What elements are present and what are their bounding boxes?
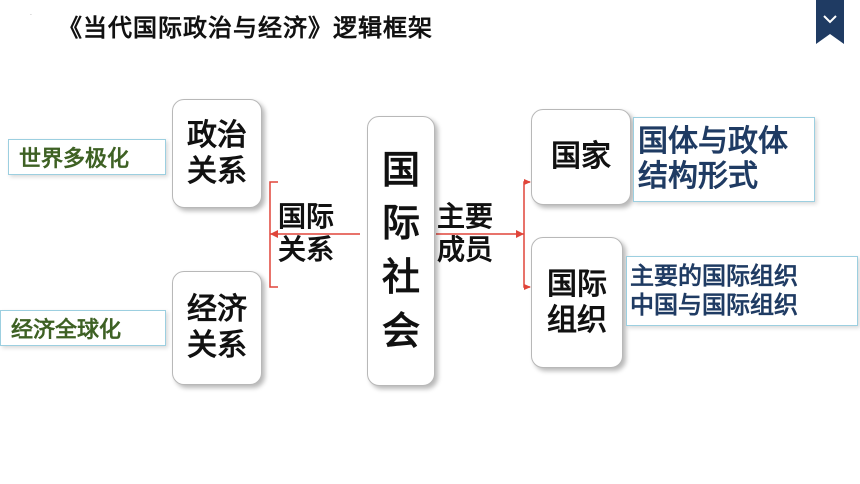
main-members-line-2: 成员 (437, 233, 494, 267)
main-members-line-1: 主要 (437, 200, 494, 233)
note-world-multipolarity: 世界多极化 (8, 139, 166, 175)
economic-line-1: 经济 (187, 292, 247, 327)
org-note-line-2: 中国与国际组织 (630, 291, 798, 319)
center-char-4: 会 (381, 308, 420, 353)
right-bracket (523, 181, 530, 288)
economic-line-2: 关系 (187, 328, 247, 363)
box-political-relations: 政治 关系 (172, 99, 262, 208)
bookmark-icon (816, 0, 844, 44)
intl-relations-line-1: 国际 (278, 200, 335, 233)
box-state: 国家 (531, 109, 631, 205)
org-note-line-1: 主要的国际组织 (630, 262, 798, 291)
intl-relations-line-2: 关系 (278, 233, 335, 267)
corner-dot: · (30, 12, 32, 19)
center-char-3: 社 (381, 255, 420, 299)
note-international-organizations: 主要的国际组织 中国与国际组织 (626, 256, 858, 326)
state-label: 国家 (551, 139, 611, 174)
note-world-multipolarity-text: 世界多极化 (19, 147, 130, 172)
box-economic-relations: 经济 关系 (172, 271, 262, 385)
political-line-1: 政治 (187, 117, 247, 153)
left-arrowhead (270, 230, 278, 238)
right-top-arrowhead (524, 179, 531, 185)
political-line-2: 关系 (187, 153, 247, 189)
note-economic-globalization-text: 经济全球化 (11, 318, 122, 343)
box-international-society: 国 际 社 会 (367, 116, 435, 386)
page-title: 《当代国际政治与经济》逻辑框架 (58, 14, 433, 42)
note-economic-globalization: 经济全球化 (0, 310, 166, 346)
right-arrowhead (516, 230, 524, 238)
center-char-2: 际 (381, 201, 420, 246)
center-char-1: 国 (381, 147, 420, 192)
box-international-organization: 国际 组织 (531, 237, 623, 368)
org-line-2: 组织 (547, 302, 607, 338)
right-bottom-arrowhead (524, 284, 531, 290)
org-line-1: 国际 (547, 266, 607, 302)
note-state-forms: 国体与政体 结构形式 (633, 117, 815, 202)
state-note-line-2: 结构形式 (638, 158, 758, 194)
state-note-line-1: 国体与政体 (638, 124, 788, 159)
label-main-members: 主要 成员 (437, 200, 493, 266)
label-international-relations: 国际 关系 (278, 200, 334, 266)
